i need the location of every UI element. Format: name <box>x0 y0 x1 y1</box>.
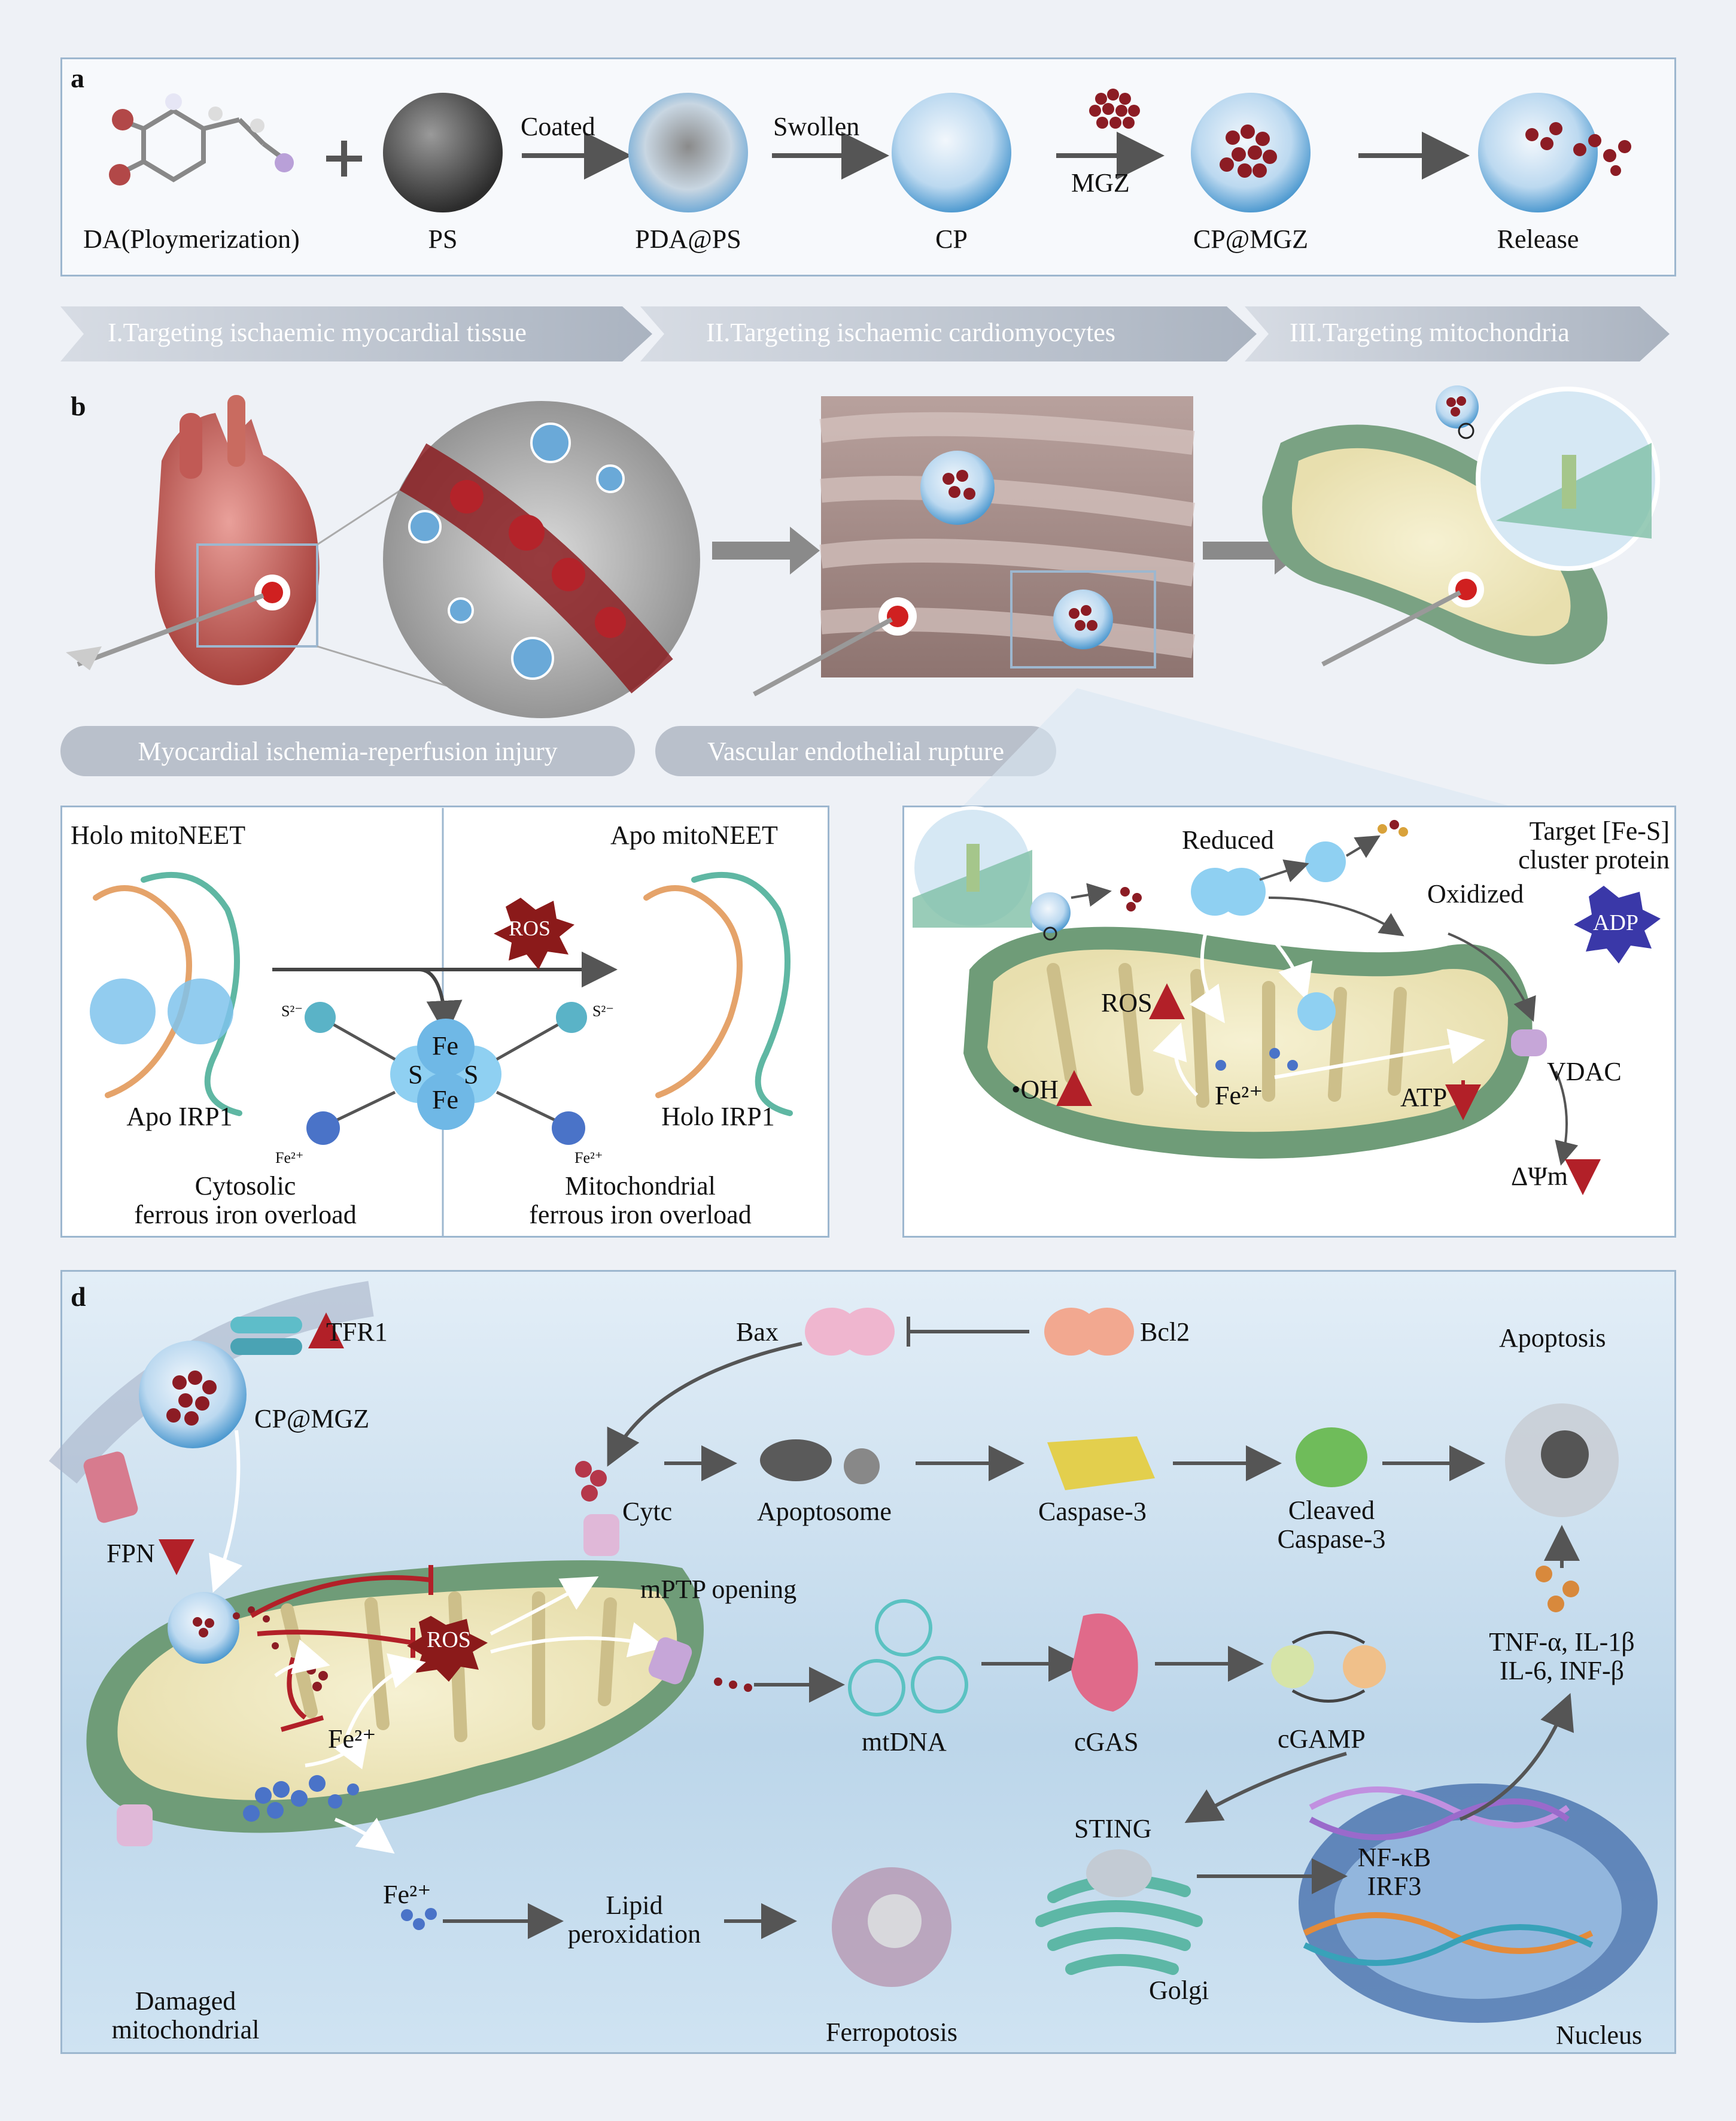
fpn-label: FPN <box>107 1539 155 1568</box>
heart <box>66 395 320 685</box>
apoptosis-label: Apoptosis <box>1499 1323 1606 1353</box>
pda-ps-sphere <box>628 93 748 212</box>
fe2-right: Fe²⁺ <box>574 1149 603 1166</box>
ferroptosis-label: Ferropotosis <box>826 2017 957 2047</box>
damaged-mito-label: Damaged mitochondrial <box>111 1986 260 2045</box>
cytc-label: Cytc <box>622 1497 673 1526</box>
center-s-left: S <box>408 1060 423 1089</box>
ros-label-c: ROS <box>1101 988 1153 1017</box>
stage-1: I.Targeting ischaemic myocardial tissue <box>108 318 527 347</box>
arrow-label-swollen: Swollen <box>773 112 860 141</box>
ros-burst-d <box>407 1616 488 1682</box>
caspase3-label: Caspase-3 <box>1038 1497 1147 1526</box>
cp-sphere <box>892 93 1011 212</box>
cleaved-caspase3-label: Cleaved Caspase-3 <box>1277 1496 1386 1554</box>
mito-top <box>1262 424 1608 664</box>
stage-2: II.Targeting ischaemic cardiomyocytes <box>706 318 1115 347</box>
label-cp: CP <box>935 224 968 254</box>
cytosolic-overload: Cytosolic ferrous iron overload <box>134 1171 357 1230</box>
fes-cluster-left <box>90 979 233 1044</box>
s2-right: S²⁻ <box>592 1002 614 1020</box>
oxidized-label: Oxidized <box>1427 879 1524 908</box>
cgamp-label: cGAMP <box>1278 1724 1366 1754</box>
nucleus-label: Nucleus <box>1556 2020 1643 2050</box>
ros-burst-b <box>494 898 574 970</box>
center-fe-bottom: Fe <box>432 1085 458 1114</box>
lipid-label: Lipid peroxidation <box>567 1891 701 1949</box>
apoptosome-label: Apoptosome <box>757 1497 892 1526</box>
release-sphere <box>1478 93 1598 212</box>
label-cp-mgz: CP@MGZ <box>1193 224 1309 254</box>
center-s-right: S <box>464 1060 479 1089</box>
golgi-label: Golgi <box>1149 1976 1209 2005</box>
cgas-label: cGAS <box>1074 1727 1139 1757</box>
label-pda-ps: PDA@PS <box>635 224 741 254</box>
cytokines-label: TNF-α, IL-1β IL-6, INF-β <box>1489 1627 1635 1686</box>
sting-label: STING <box>1074 1814 1152 1843</box>
reduced-label: Reduced <box>1182 825 1274 855</box>
s2-left: S²⁻ <box>281 1002 303 1020</box>
apo-irp1: Apo IRP1 <box>126 1102 233 1131</box>
ros-label-d: ROS <box>427 1627 471 1652</box>
ps-sphere <box>383 93 503 212</box>
label-da: DA(Ploymerization) <box>83 224 300 254</box>
target-fes-label: Target [Fe-S] cluster protein <box>1518 816 1670 875</box>
cp-mgz-label-d: CP@MGZ <box>254 1404 370 1433</box>
holo-mitoneet: Holo mitoNEET <box>71 821 246 850</box>
pill-ischemia: Myocardial ischemia-reperfusion injury <box>60 726 635 776</box>
panel-a-label: a <box>71 63 84 93</box>
fe2-label-c: Fe²⁺ <box>1215 1081 1263 1110</box>
nfkb-label: NF-κB IRF3 <box>1357 1843 1431 1901</box>
label-release: Release <box>1497 224 1579 254</box>
arrow-label-mgz: MGZ <box>1071 168 1130 197</box>
center-fe-top: Fe <box>432 1031 458 1060</box>
mptp-label: mPTP opening <box>640 1575 797 1604</box>
adp-label: ADP <box>1593 910 1639 935</box>
ros-label-b: ROS <box>509 916 551 940</box>
dpsi-label: ΔΨm <box>1511 1162 1568 1191</box>
pill-endothelial: Vascular endothelial rupture <box>655 726 1056 776</box>
panel-b-label: b <box>71 391 86 421</box>
vdac-label: VDAC <box>1547 1057 1622 1086</box>
bax-label: Bax <box>736 1317 779 1347</box>
bcl2-label: Bcl2 <box>1140 1317 1190 1347</box>
apo-mitoneet: Apo mitoNEET <box>610 821 778 850</box>
adp-burst <box>1574 886 1661 964</box>
mgz-cluster <box>1089 89 1140 129</box>
mtdna-label: mtDNA <box>862 1727 947 1757</box>
arrow-label-coated: Coated <box>521 112 595 141</box>
atp-label: ATP <box>1400 1083 1448 1112</box>
tfr1-label: TFR1 <box>326 1317 388 1347</box>
oh-label: •OH <box>1011 1075 1059 1104</box>
fe2-left: Fe²⁺ <box>275 1149 304 1166</box>
mitochondrial-overload: Mitochondrial ferrous iron overload <box>529 1171 752 1230</box>
fe2-label-d1: Fe²⁺ <box>328 1724 376 1754</box>
stage-3: III.Targeting mitochondria <box>1290 318 1570 347</box>
label-ps: PS <box>428 224 458 254</box>
holo-irp1: Holo IRP1 <box>661 1102 775 1131</box>
fe2-label-d2: Fe²⁺ <box>383 1880 431 1909</box>
panel-d-label: d <box>71 1281 86 1312</box>
